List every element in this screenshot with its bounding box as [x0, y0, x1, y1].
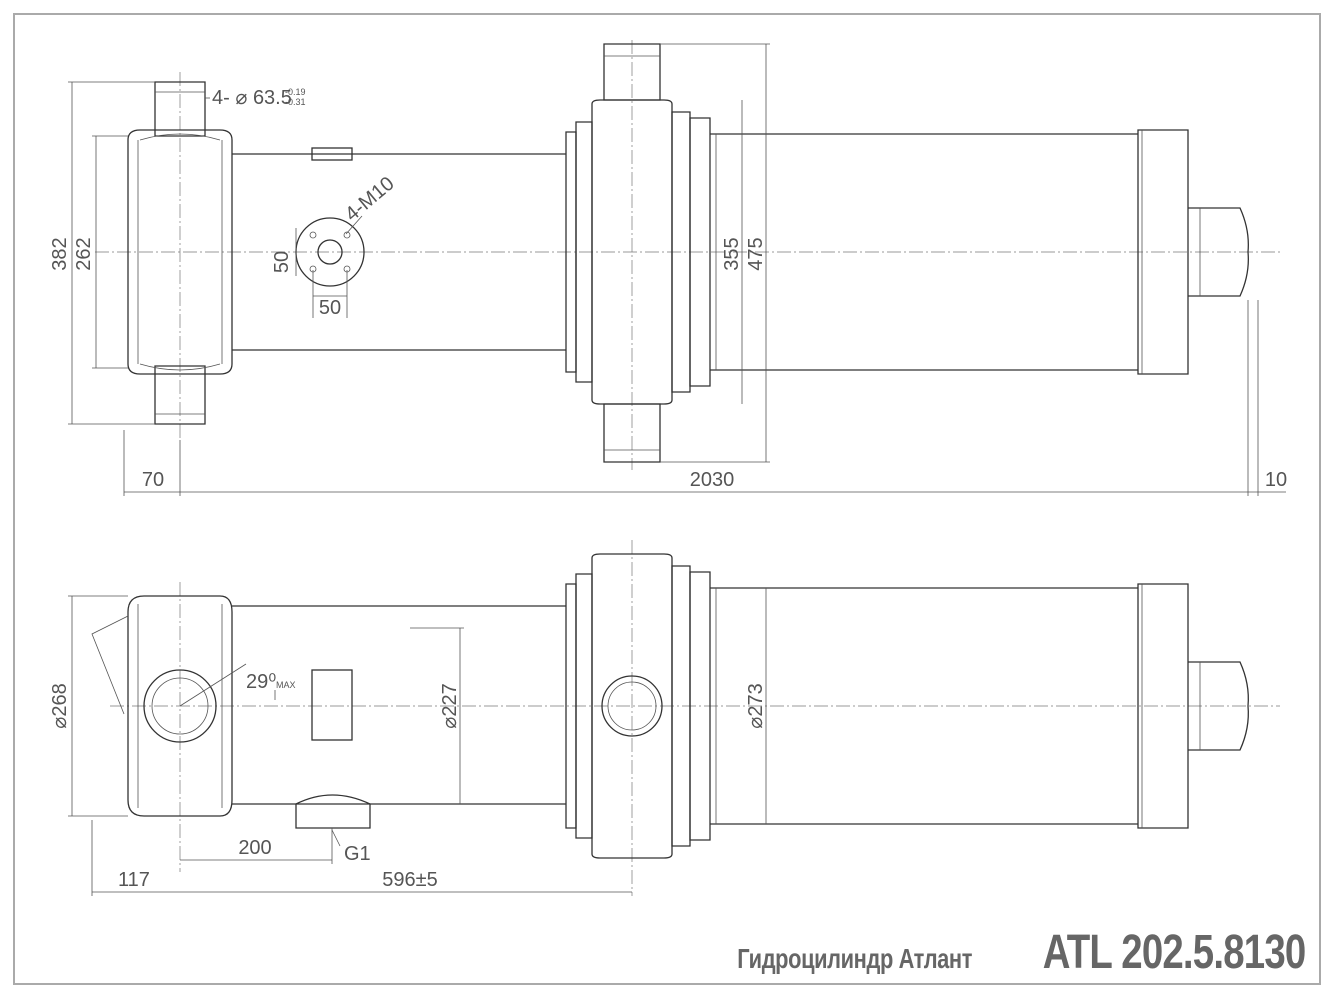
drawing-frame [13, 13, 1321, 985]
dim-200: 200 [238, 837, 271, 859]
dim-g1: G1 [344, 843, 371, 865]
top-view [68, 40, 1286, 496]
dim-10: 10 [1265, 469, 1287, 491]
dim-273: ⌀273 [745, 683, 767, 728]
drawing-title-code: ATL 202.5.8130 [1042, 926, 1306, 979]
drawing-title-name: Гидроцилиндр Атлант [737, 943, 973, 974]
dim-355: 355 [721, 237, 743, 270]
dim-angle-max: MAX [276, 680, 296, 690]
dim-70: 70 [142, 469, 164, 491]
bottom-view [68, 540, 1280, 896]
dim-117: 117 [118, 869, 150, 891]
dim-angle: 29⁰ [246, 671, 276, 693]
dim-596: 596±5 [382, 869, 437, 891]
dim-pin-diameter: 4- ⌀ 63.5 [212, 87, 292, 109]
dim-2030: 2030 [690, 469, 735, 491]
dim-flange-width: 50 [319, 297, 341, 319]
dim-flange-height: 50 [271, 251, 293, 273]
dim-262: 262 [73, 237, 95, 270]
drawing-title: Гидроцилиндр Атлант ATL 202.5.8130 [671, 925, 1306, 980]
dim-thread: 4-M10 [341, 173, 399, 226]
dim-pin-tol-upper: -0.19 [285, 87, 306, 97]
dim-475: 475 [745, 237, 767, 270]
dim-227: ⌀227 [439, 683, 461, 728]
dim-pin-tol-lower: -0.31 [285, 97, 306, 107]
dim-268: ⌀268 [49, 683, 71, 728]
dim-382: 382 [49, 237, 71, 270]
